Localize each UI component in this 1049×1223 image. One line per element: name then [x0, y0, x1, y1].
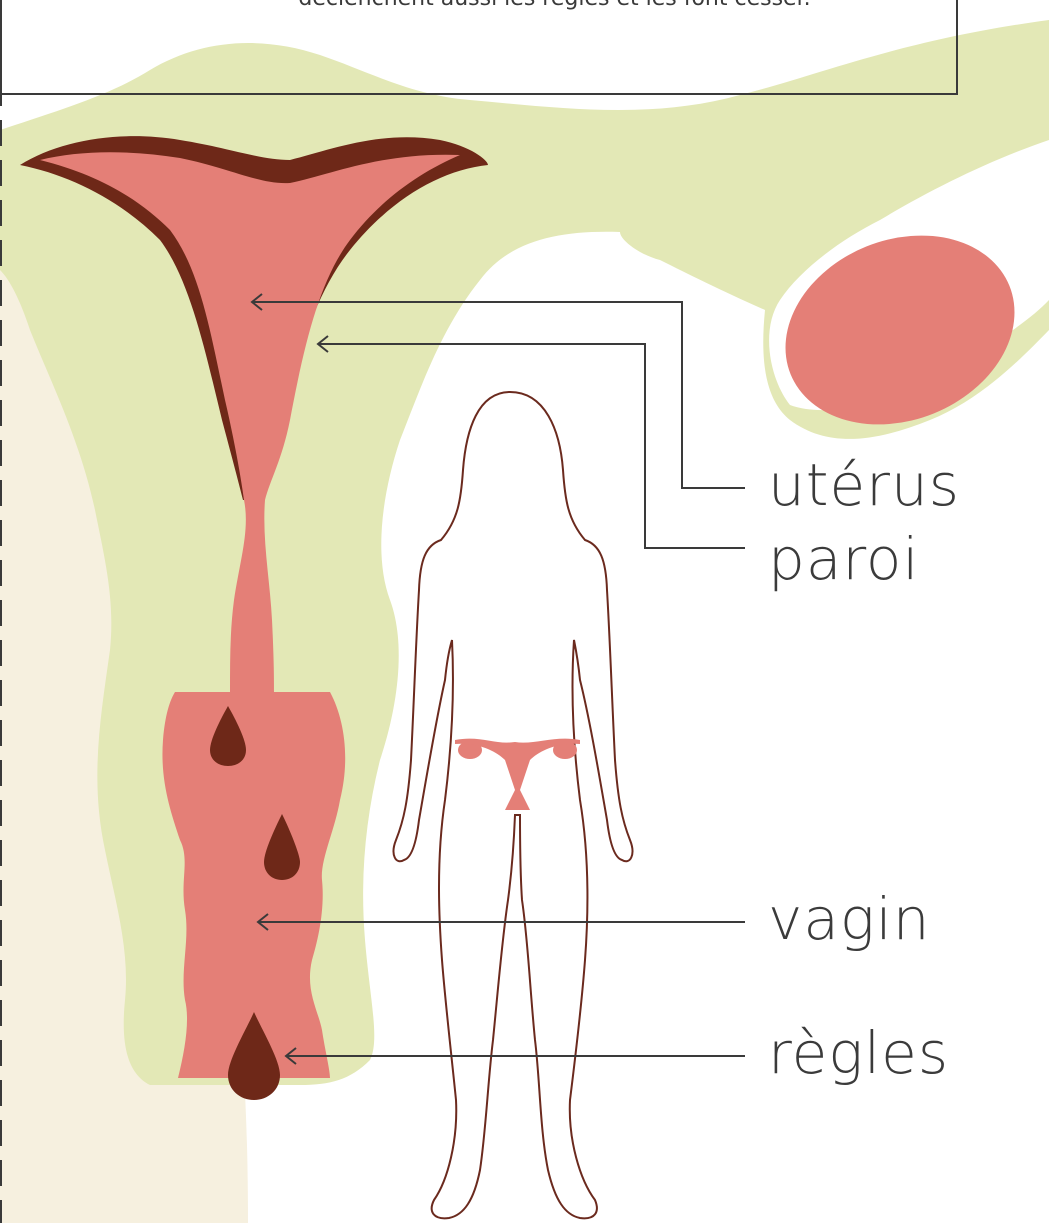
- label-wall: paroi: [768, 530, 920, 588]
- label-period: règles: [768, 1024, 949, 1082]
- label-uterus: utérus: [768, 456, 960, 514]
- caption-text: déclenchent aussi les règles et les font…: [0, 0, 1049, 20]
- label-vagina: vagin: [768, 890, 931, 948]
